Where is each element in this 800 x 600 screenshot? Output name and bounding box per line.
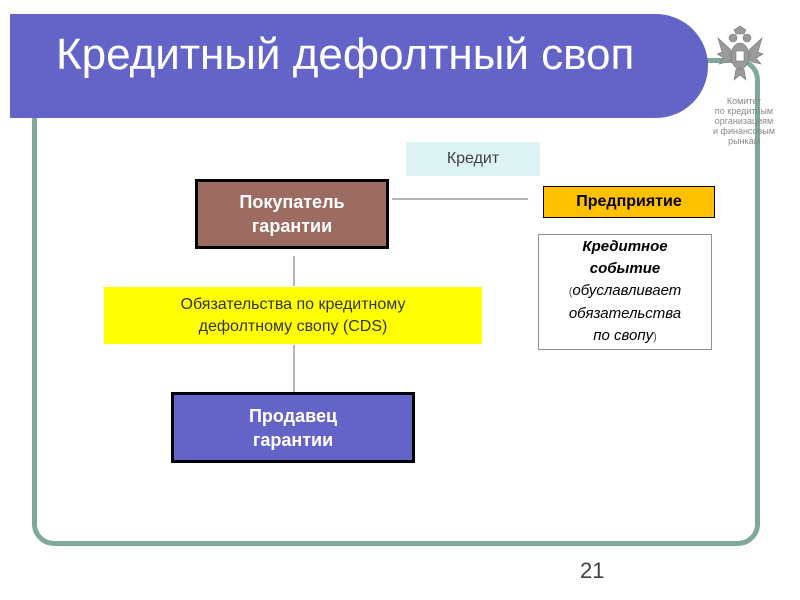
- org-line: Комитет: [726, 96, 762, 106]
- double-headed-eagle-emblem-icon: [716, 25, 764, 81]
- organization-name: Комитет по кредитным организациям и фина…: [700, 96, 788, 146]
- org-line: организациям: [714, 116, 774, 126]
- seller-line: Продавец: [248, 405, 338, 426]
- page-number: 21: [580, 558, 605, 583]
- obligations-line: Обязательства по кредитному: [180, 295, 406, 313]
- slide-title: Кредитный дефолтный своп: [56, 30, 635, 79]
- event-desc-line: обязательства: [568, 305, 682, 322]
- org-line: и финансовым: [713, 126, 775, 136]
- buyer-line: гарантии: [251, 216, 333, 236]
- event-title-line: событие: [589, 260, 661, 277]
- event-desc-line: (обуславливает: [539, 280, 711, 303]
- event-title-line: Кредитное: [582, 238, 668, 255]
- seller-line: гарантии: [252, 429, 334, 450]
- protection-seller-box: Продавец гарантии: [171, 392, 415, 463]
- org-line: по кредитным: [714, 106, 774, 116]
- credit-label: Кредит: [406, 142, 540, 176]
- event-desc-first: обуславливает: [572, 282, 682, 299]
- cds-obligations-box: Обязательства по кредитному дефолтному с…: [104, 287, 482, 344]
- event-desc-line: по свопу): [539, 325, 711, 348]
- paren-close: ): [653, 331, 657, 343]
- obligations-line: дефолтному свопу (CDS): [198, 317, 388, 335]
- org-line: рынкам: [728, 136, 760, 146]
- company-box: Предприятие: [543, 186, 715, 218]
- event-desc-last: по свопу: [593, 327, 654, 344]
- buyer-line: Покупатель: [239, 192, 345, 212]
- paren-open: (: [568, 286, 573, 298]
- title-bar: [10, 14, 708, 118]
- protection-buyer-box: Покупатель гарантии: [195, 179, 389, 249]
- credit-event-box: Кредитное событие (обуславливает обязате…: [538, 234, 712, 350]
